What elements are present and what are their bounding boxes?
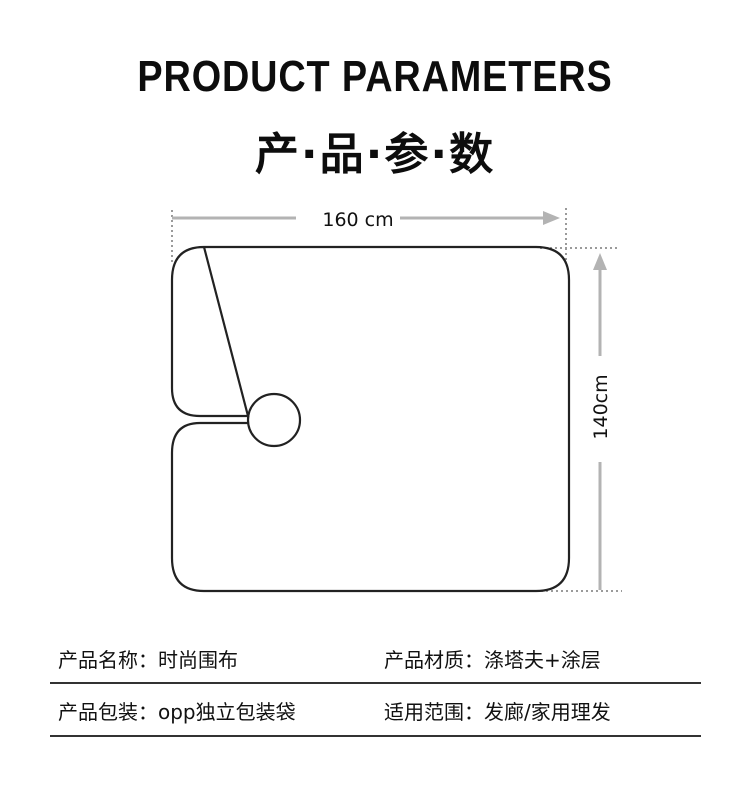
spec-row-2: 产品包装：opp独立包装袋 适用范围：发廊/家用理发 [50, 696, 701, 746]
spec-label: 产品包装： [58, 700, 158, 724]
spec-value: 涤塔夫+涂层 [484, 648, 601, 672]
spec-value: opp独立包装袋 [158, 700, 296, 724]
divider [50, 682, 701, 684]
height-dimension-arrow [593, 253, 607, 590]
spec-row-1: 产品名称：时尚围布 产品材质：涤塔夫+涂层 [50, 644, 701, 694]
spec-usage: 适用范围：发廊/家用理发 [384, 696, 611, 725]
width-dimension-arrow [172, 211, 560, 225]
spec-label: 产品名称： [58, 648, 158, 672]
spec-product-name: 产品名称：时尚围布 [58, 644, 238, 673]
product-dimension-diagram: 160 cm 140cm [170, 208, 622, 593]
spec-value: 时尚围布 [158, 648, 238, 672]
spec-label: 产品材质： [384, 648, 484, 672]
spec-value: 发廊/家用理发 [484, 700, 611, 724]
page-title-chinese: 产·品·参·数 [254, 129, 496, 180]
page-title-english: PRODUCT PARAMETERS [137, 52, 613, 101]
divider [50, 735, 701, 737]
spec-material: 产品材质：涤塔夫+涂层 [384, 644, 601, 673]
width-label: 160 cm [322, 209, 393, 231]
height-label: 140cm [590, 374, 612, 439]
neck-hole [246, 392, 302, 448]
cape-outline [170, 245, 571, 593]
spec-packaging: 产品包装：opp独立包装袋 [58, 696, 296, 725]
spec-label: 适用范围： [384, 700, 484, 724]
dimension-guides [171, 208, 622, 592]
